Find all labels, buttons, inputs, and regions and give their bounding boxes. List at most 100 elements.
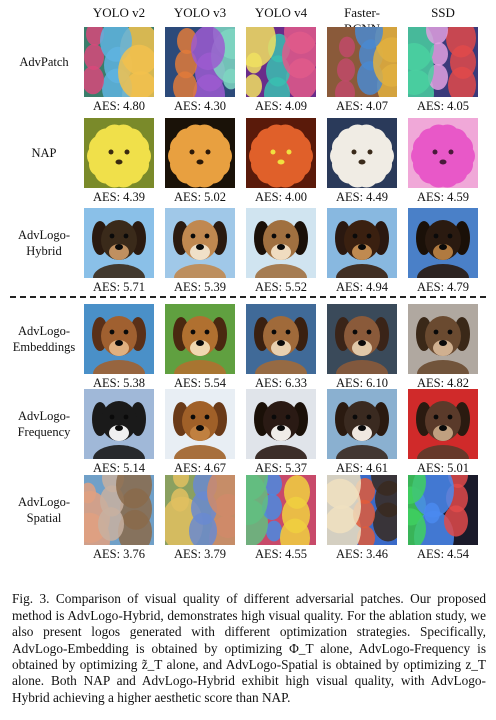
patch-picture <box>327 27 397 97</box>
aes-score: AES: 5.02 <box>173 190 227 204</box>
patch-picture <box>246 475 316 545</box>
aes-score: AES: 4.09 <box>254 99 308 113</box>
aes-score: AES: 4.30 <box>173 99 227 113</box>
aes-score: AES: 4.94 <box>335 280 389 294</box>
row-label-line: Spatial <box>26 511 62 525</box>
patch-picture <box>165 389 235 459</box>
patch-picture <box>246 389 316 459</box>
column-header: YOLO v2 <box>92 5 146 20</box>
aes-score: AES: 4.54 <box>416 547 470 561</box>
row-label: AdvLogo- Spatial <box>10 494 78 526</box>
patch-picture <box>327 475 397 545</box>
patch-image <box>84 475 154 545</box>
patch-picture <box>408 27 478 97</box>
patch-image <box>246 389 316 459</box>
row-label-line: Embeddings <box>12 340 76 354</box>
patch-picture <box>408 389 478 459</box>
patch-image <box>84 208 154 278</box>
row-label-line: AdvLogo- <box>17 228 71 242</box>
patch-picture <box>246 118 316 188</box>
patch-picture <box>246 208 316 278</box>
patch-picture <box>327 389 397 459</box>
aes-score: AES: 4.80 <box>92 99 146 113</box>
aes-score: AES: 4.82 <box>416 376 470 390</box>
patch-image <box>165 118 235 188</box>
patch-image <box>84 27 154 97</box>
patch-image <box>165 389 235 459</box>
patch-picture <box>165 208 235 278</box>
aes-score: AES: 4.79 <box>416 280 470 294</box>
patch-picture <box>408 208 478 278</box>
column-header: YOLO v3 <box>173 5 227 20</box>
patch-picture <box>408 304 478 374</box>
patch-image <box>84 304 154 374</box>
aes-score: AES: 5.54 <box>173 376 227 390</box>
row-label: AdvLogo- Embeddings <box>10 323 78 355</box>
aes-score: AES: 4.49 <box>335 190 389 204</box>
patch-picture <box>84 389 154 459</box>
patch-picture <box>84 208 154 278</box>
row-label-line: Frequency <box>17 425 71 439</box>
figure-caption: Fig. 3. Comparison of visual quality of … <box>12 591 486 705</box>
patch-image <box>408 208 478 278</box>
row-label-line: AdvLogo- <box>17 409 71 423</box>
column-header: SSD <box>431 5 455 20</box>
aes-score: AES: 4.59 <box>416 190 470 204</box>
patch-image <box>327 389 397 459</box>
patch-picture <box>246 27 316 97</box>
row-label: AdvLogo- Hybrid <box>10 227 78 259</box>
patch-picture <box>408 118 478 188</box>
row-label-line: AdvLogo- <box>17 324 71 338</box>
patch-image <box>165 304 235 374</box>
aes-score: AES: 5.52 <box>254 280 308 294</box>
patch-image <box>327 208 397 278</box>
aes-score: AES: 4.07 <box>335 99 389 113</box>
row-label-line: NAP <box>31 146 57 160</box>
patch-picture <box>165 304 235 374</box>
aes-score: AES: 5.71 <box>92 280 146 294</box>
aes-score: AES: 4.00 <box>254 190 308 204</box>
row-label: AdvPatch <box>10 54 78 70</box>
patch-image <box>408 389 478 459</box>
aes-score: AES: 5.39 <box>173 280 227 294</box>
patch-image <box>327 475 397 545</box>
row-label-line: AdvLogo- <box>17 495 71 509</box>
aes-score: AES: 4.39 <box>92 190 146 204</box>
patch-image <box>408 475 478 545</box>
patch-picture <box>84 118 154 188</box>
aes-score: AES: 4.67 <box>173 461 227 475</box>
aes-score: AES: 3.76 <box>92 547 146 561</box>
row-label: NAP <box>10 145 78 161</box>
aes-score: AES: 5.38 <box>92 376 146 390</box>
patch-image <box>165 208 235 278</box>
aes-score: AES: 5.14 <box>92 461 146 475</box>
patch-image <box>408 118 478 188</box>
patch-image <box>165 27 235 97</box>
column-header: YOLO v4 <box>254 5 308 20</box>
row-label-line: AdvPatch <box>19 55 69 69</box>
patch-image <box>84 118 154 188</box>
section-divider <box>10 296 486 298</box>
aes-score: AES: 5.37 <box>254 461 308 475</box>
aes-score: AES: 3.79 <box>173 547 227 561</box>
patch-picture <box>327 118 397 188</box>
patch-picture <box>84 27 154 97</box>
patch-picture <box>84 475 154 545</box>
patch-picture <box>408 475 478 545</box>
aes-score: AES: 4.61 <box>335 461 389 475</box>
patch-image <box>246 118 316 188</box>
patch-picture <box>327 208 397 278</box>
aes-score: AES: 5.01 <box>416 461 470 475</box>
patch-picture <box>246 304 316 374</box>
row-label-line: Hybrid <box>26 244 62 258</box>
aes-score: AES: 6.10 <box>335 376 389 390</box>
aes-score: AES: 4.55 <box>254 547 308 561</box>
patch-picture <box>84 304 154 374</box>
patch-picture <box>165 475 235 545</box>
patch-image <box>327 304 397 374</box>
patch-image <box>246 304 316 374</box>
aes-score: AES: 6.33 <box>254 376 308 390</box>
patch-image <box>327 118 397 188</box>
patch-image <box>408 304 478 374</box>
aes-score: AES: 3.46 <box>335 547 389 561</box>
